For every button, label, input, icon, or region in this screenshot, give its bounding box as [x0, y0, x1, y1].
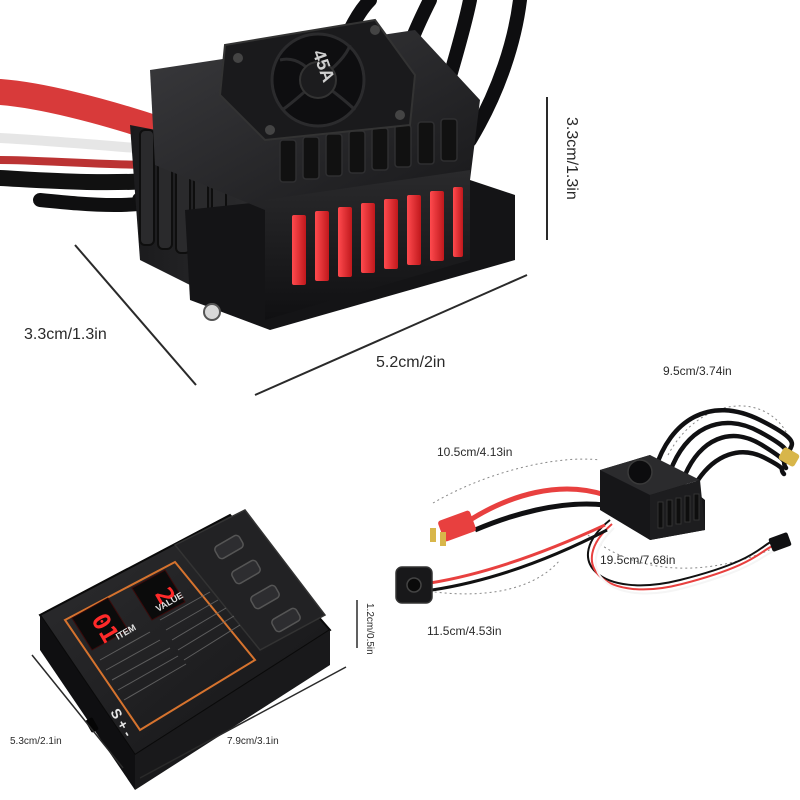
- esc-main-fan: [218, 18, 417, 142]
- esc-main-height-label: 3.3cm/1.3in: [563, 117, 580, 200]
- program-card-buttons: [214, 534, 301, 633]
- esc-wired-motor-wire-label: 9.5cm/3.74in: [663, 364, 732, 378]
- program-card-thickness-label: 1.2cm/0.5in: [364, 603, 375, 655]
- esc-main: 45A: [0, 0, 527, 330]
- esc-main-dimension-lines: [74, 97, 548, 396]
- esc-wired-signal-wire-label: 19.5cm/7.68in: [600, 553, 676, 567]
- esc-main-width-label: 5.2cm/2in: [376, 354, 446, 371]
- program-card-width-label: 7.9cm/3.1in: [227, 736, 279, 747]
- esc-wired-switch-wire-label: 11.5cm/4.53in: [427, 624, 502, 638]
- program-card-depth-label: 5.3cm/2.1in: [10, 736, 62, 747]
- program-card-displays: [71, 569, 186, 651]
- esc-wired-battery-wire-label: 10.5cm/4.13in: [437, 445, 513, 459]
- program-card: 01 2 ITEM VALUE S + -: [38, 509, 332, 790]
- esc-main-depth-label: 3.3cm/1.3in: [24, 326, 107, 343]
- esc-main-red-fins: [292, 187, 463, 285]
- esc-wired: [395, 405, 800, 604]
- program-card-dimension-lines: [31, 600, 358, 779]
